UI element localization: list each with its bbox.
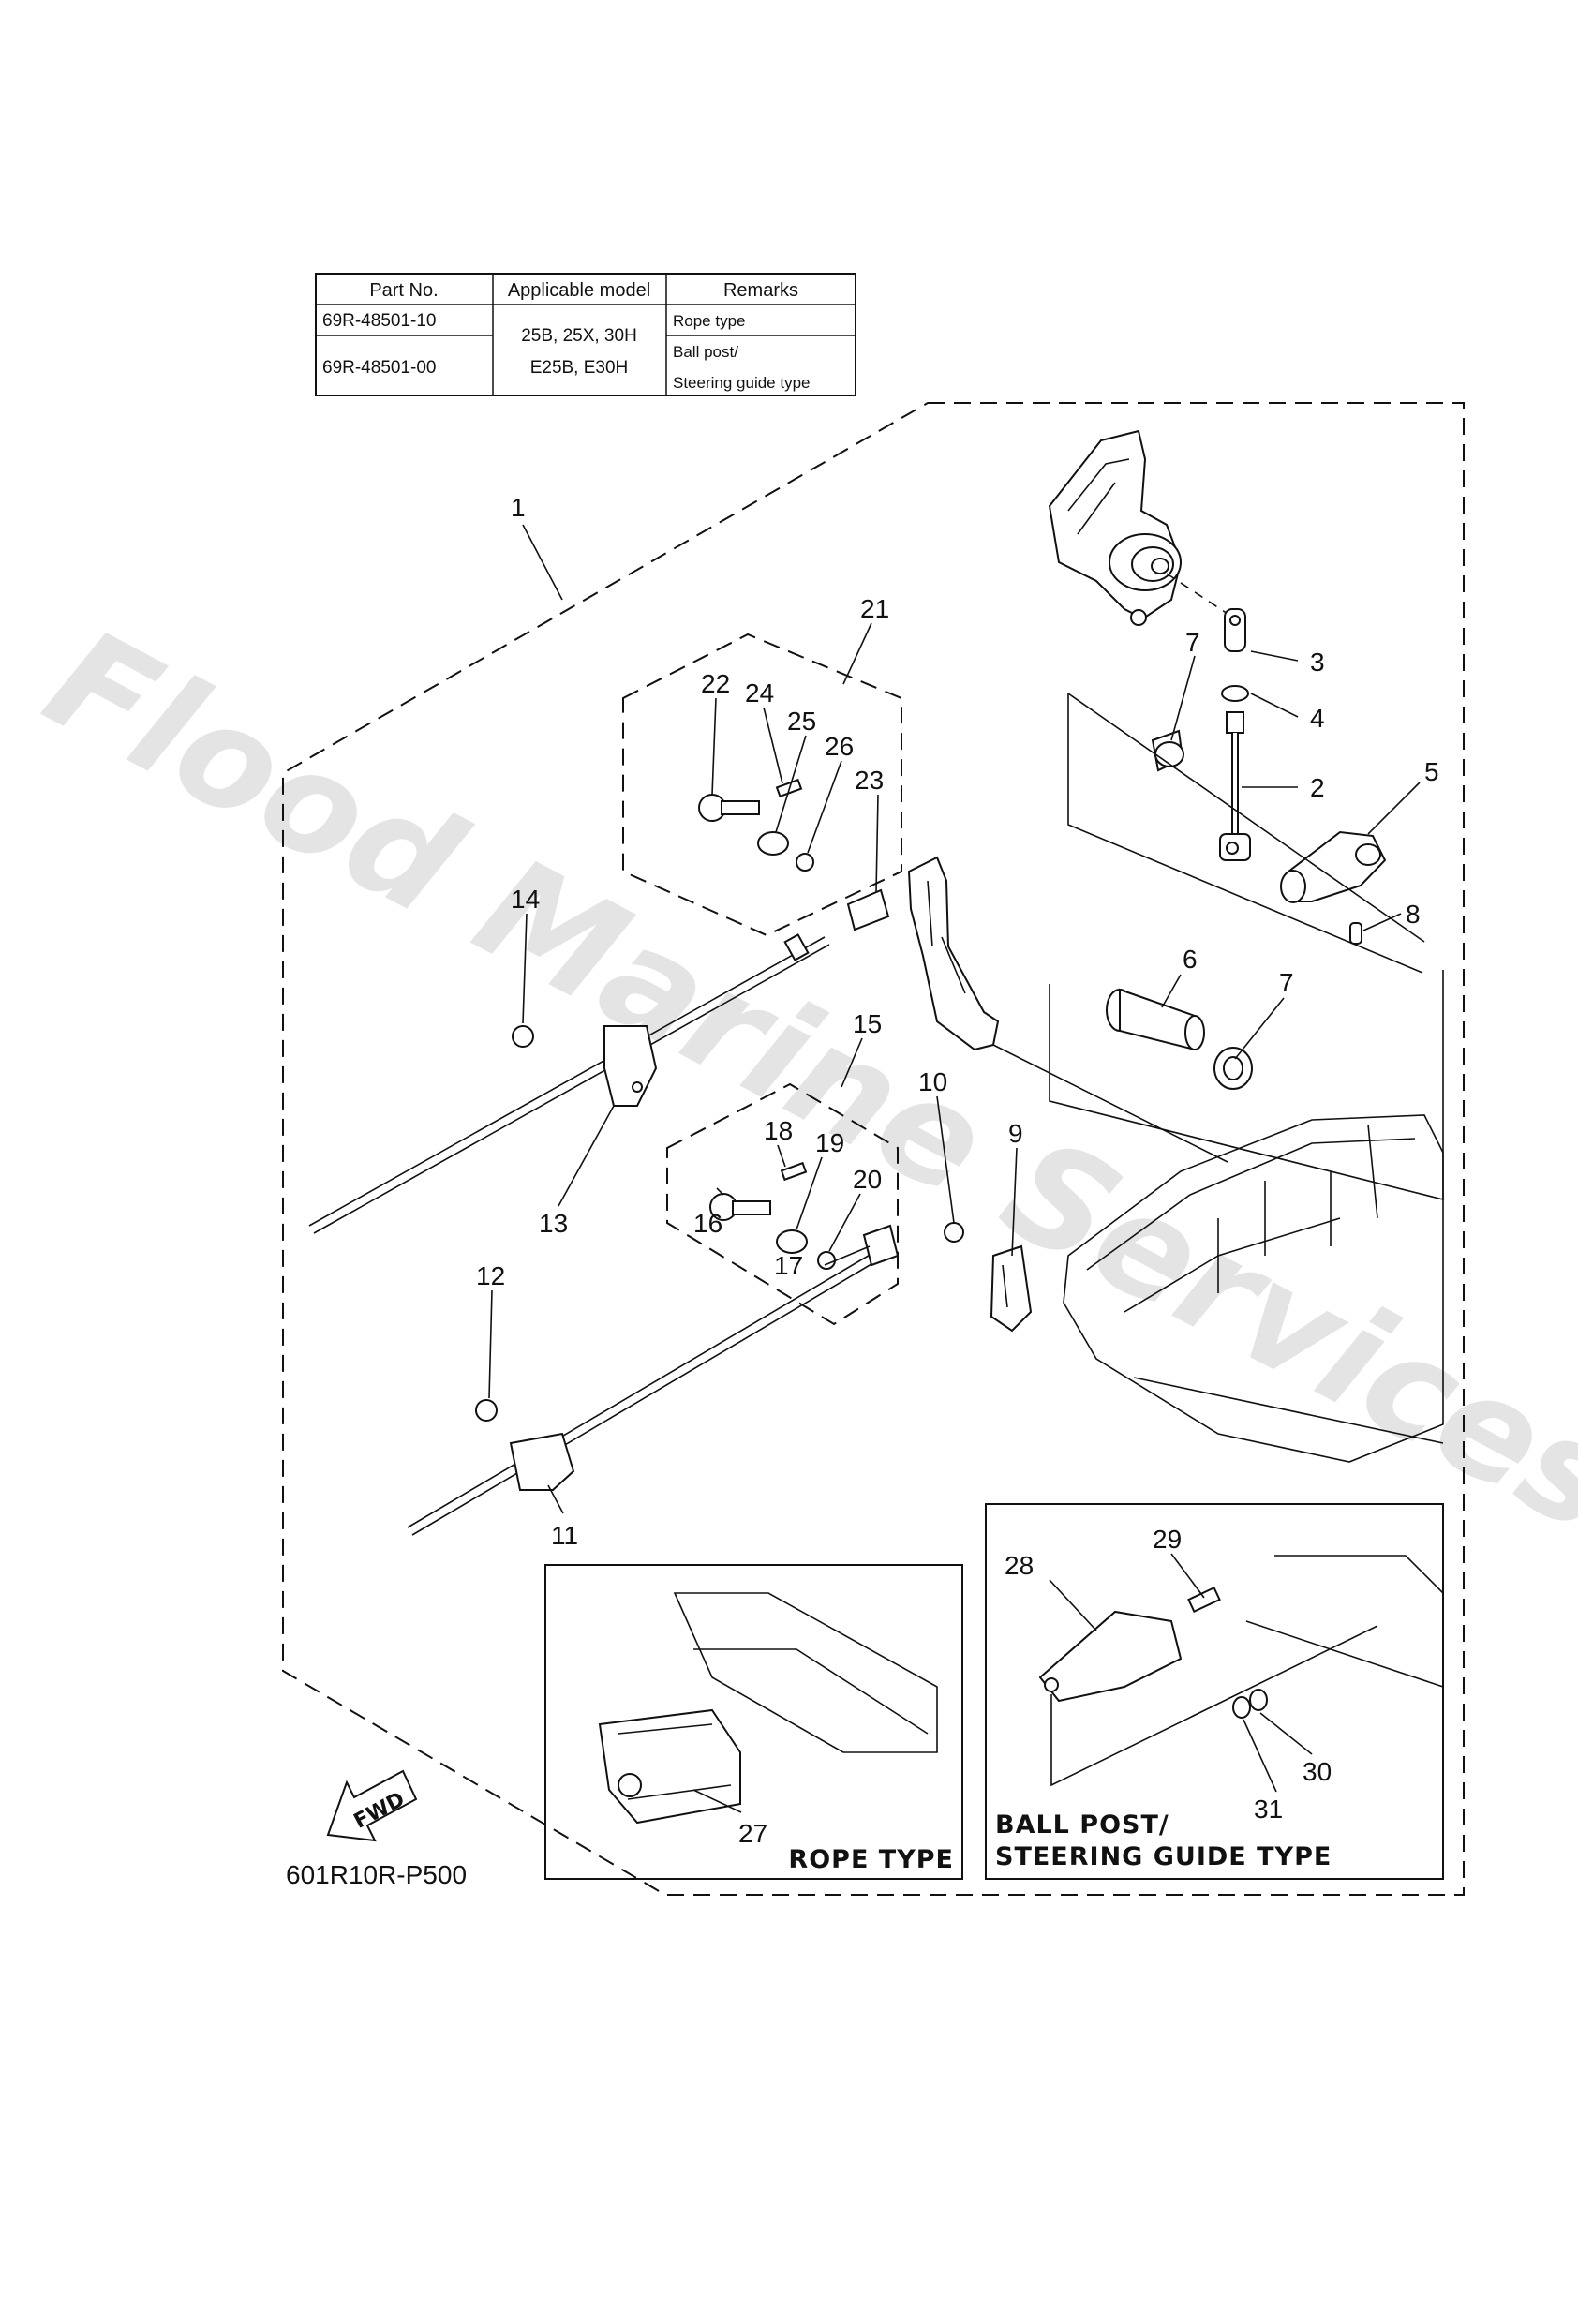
callout-22: 22 — [701, 669, 730, 698]
steering-arm-drawing — [907, 856, 1228, 1163]
leader-lines — [488, 524, 1421, 1813]
table-cell-part-no: 69R-48501-10 — [322, 311, 436, 331]
upper-cable-drawing — [308, 888, 890, 1234]
callout-14: 14 — [511, 885, 540, 914]
callout-10: 10 — [918, 1067, 947, 1096]
callout-30: 30 — [1303, 1757, 1332, 1786]
ball-post-title-line2: STEERING GUIDE TYPE — [995, 1842, 1332, 1871]
callout-31: 31 — [1254, 1795, 1283, 1824]
callout-18: 18 — [764, 1116, 793, 1145]
subassembly-15-parts — [709, 1161, 836, 1270]
subassembly-21-boundary — [622, 633, 902, 937]
watermark: Flood Marine Services — [22, 598, 1578, 1564]
table-cell-remarks: Ball post/ — [673, 343, 738, 361]
table-cell-remarks: Rope type — [673, 312, 746, 330]
callout-20: 20 — [853, 1165, 882, 1194]
table-cell-model: 25B, 25X, 30H — [521, 326, 637, 346]
subassembly-15-boundary — [666, 1082, 899, 1326]
kit-boundary — [282, 402, 1465, 1896]
subassembly-21-parts — [698, 778, 814, 872]
callout-27: 27 — [738, 1819, 767, 1848]
callout-19: 19 — [815, 1128, 844, 1157]
callout-28: 28 — [1005, 1551, 1034, 1580]
callout-13: 13 — [539, 1209, 568, 1238]
callout-16: 16 — [693, 1209, 722, 1238]
callout-2: 2 — [1310, 773, 1325, 802]
callout-26: 26 — [825, 732, 854, 761]
lever-drawing — [1067, 693, 1425, 974]
callout-23: 23 — [855, 766, 884, 795]
table-header-applicable-model: Applicable model — [508, 280, 650, 301]
table-cell-model: E25B, E30H — [530, 358, 629, 378]
callout-21: 21 — [860, 594, 889, 623]
diagram-code: 601R10R-P500 — [286, 1860, 467, 1889]
bottom-cowling-drawing — [1063, 1114, 1444, 1463]
callout-25: 25 — [787, 707, 816, 736]
callout-5: 5 — [1424, 757, 1439, 786]
pivot-pin-drawing — [1049, 970, 1444, 1201]
callout-8: 8 — [1406, 900, 1421, 929]
callout-numbers: 1 2 3 4 5 6 7 7 8 9 10 11 12 13 14 15 16… — [476, 493, 1439, 1848]
lower-cable-drawing — [407, 1224, 900, 1536]
callout-9: 9 — [1008, 1119, 1023, 1148]
callout-12: 12 — [476, 1261, 505, 1290]
rope-type-title: ROPE TYPE — [788, 1845, 954, 1874]
ball-post-inset: BALL POST/ STEERING GUIDE TYPE — [985, 1503, 1444, 1880]
callout-4: 4 — [1310, 704, 1325, 733]
rod-assembly-drawing — [1219, 608, 1251, 861]
ball-post-title-line1: BALL POST/ — [995, 1810, 1169, 1840]
callout-29: 29 — [1153, 1525, 1182, 1554]
callout-7: 7 — [1185, 628, 1200, 657]
callout-11: 11 — [551, 1521, 578, 1550]
steering-bracket-drawing — [1048, 429, 1228, 626]
callout-7: 7 — [1279, 968, 1294, 997]
callout-6: 6 — [1183, 945, 1198, 974]
callout-1: 1 — [511, 493, 526, 522]
callout-3: 3 — [1310, 648, 1325, 677]
callout-24: 24 — [745, 678, 774, 708]
callout-17: 17 — [774, 1251, 803, 1280]
parts-table: Part No. Applicable model Remarks 69R-48… — [315, 273, 856, 396]
fwd-arrow: FWD — [326, 1769, 418, 1842]
guide-drawing — [944, 1222, 1033, 1333]
table-header-remarks: Remarks — [723, 280, 798, 301]
callout-15: 15 — [853, 1009, 882, 1038]
table-cell-remarks: Steering guide type — [673, 374, 811, 392]
table-header-part-no: Part No. — [369, 280, 438, 301]
table-cell-part-no: 69R-48501-00 — [322, 358, 436, 378]
